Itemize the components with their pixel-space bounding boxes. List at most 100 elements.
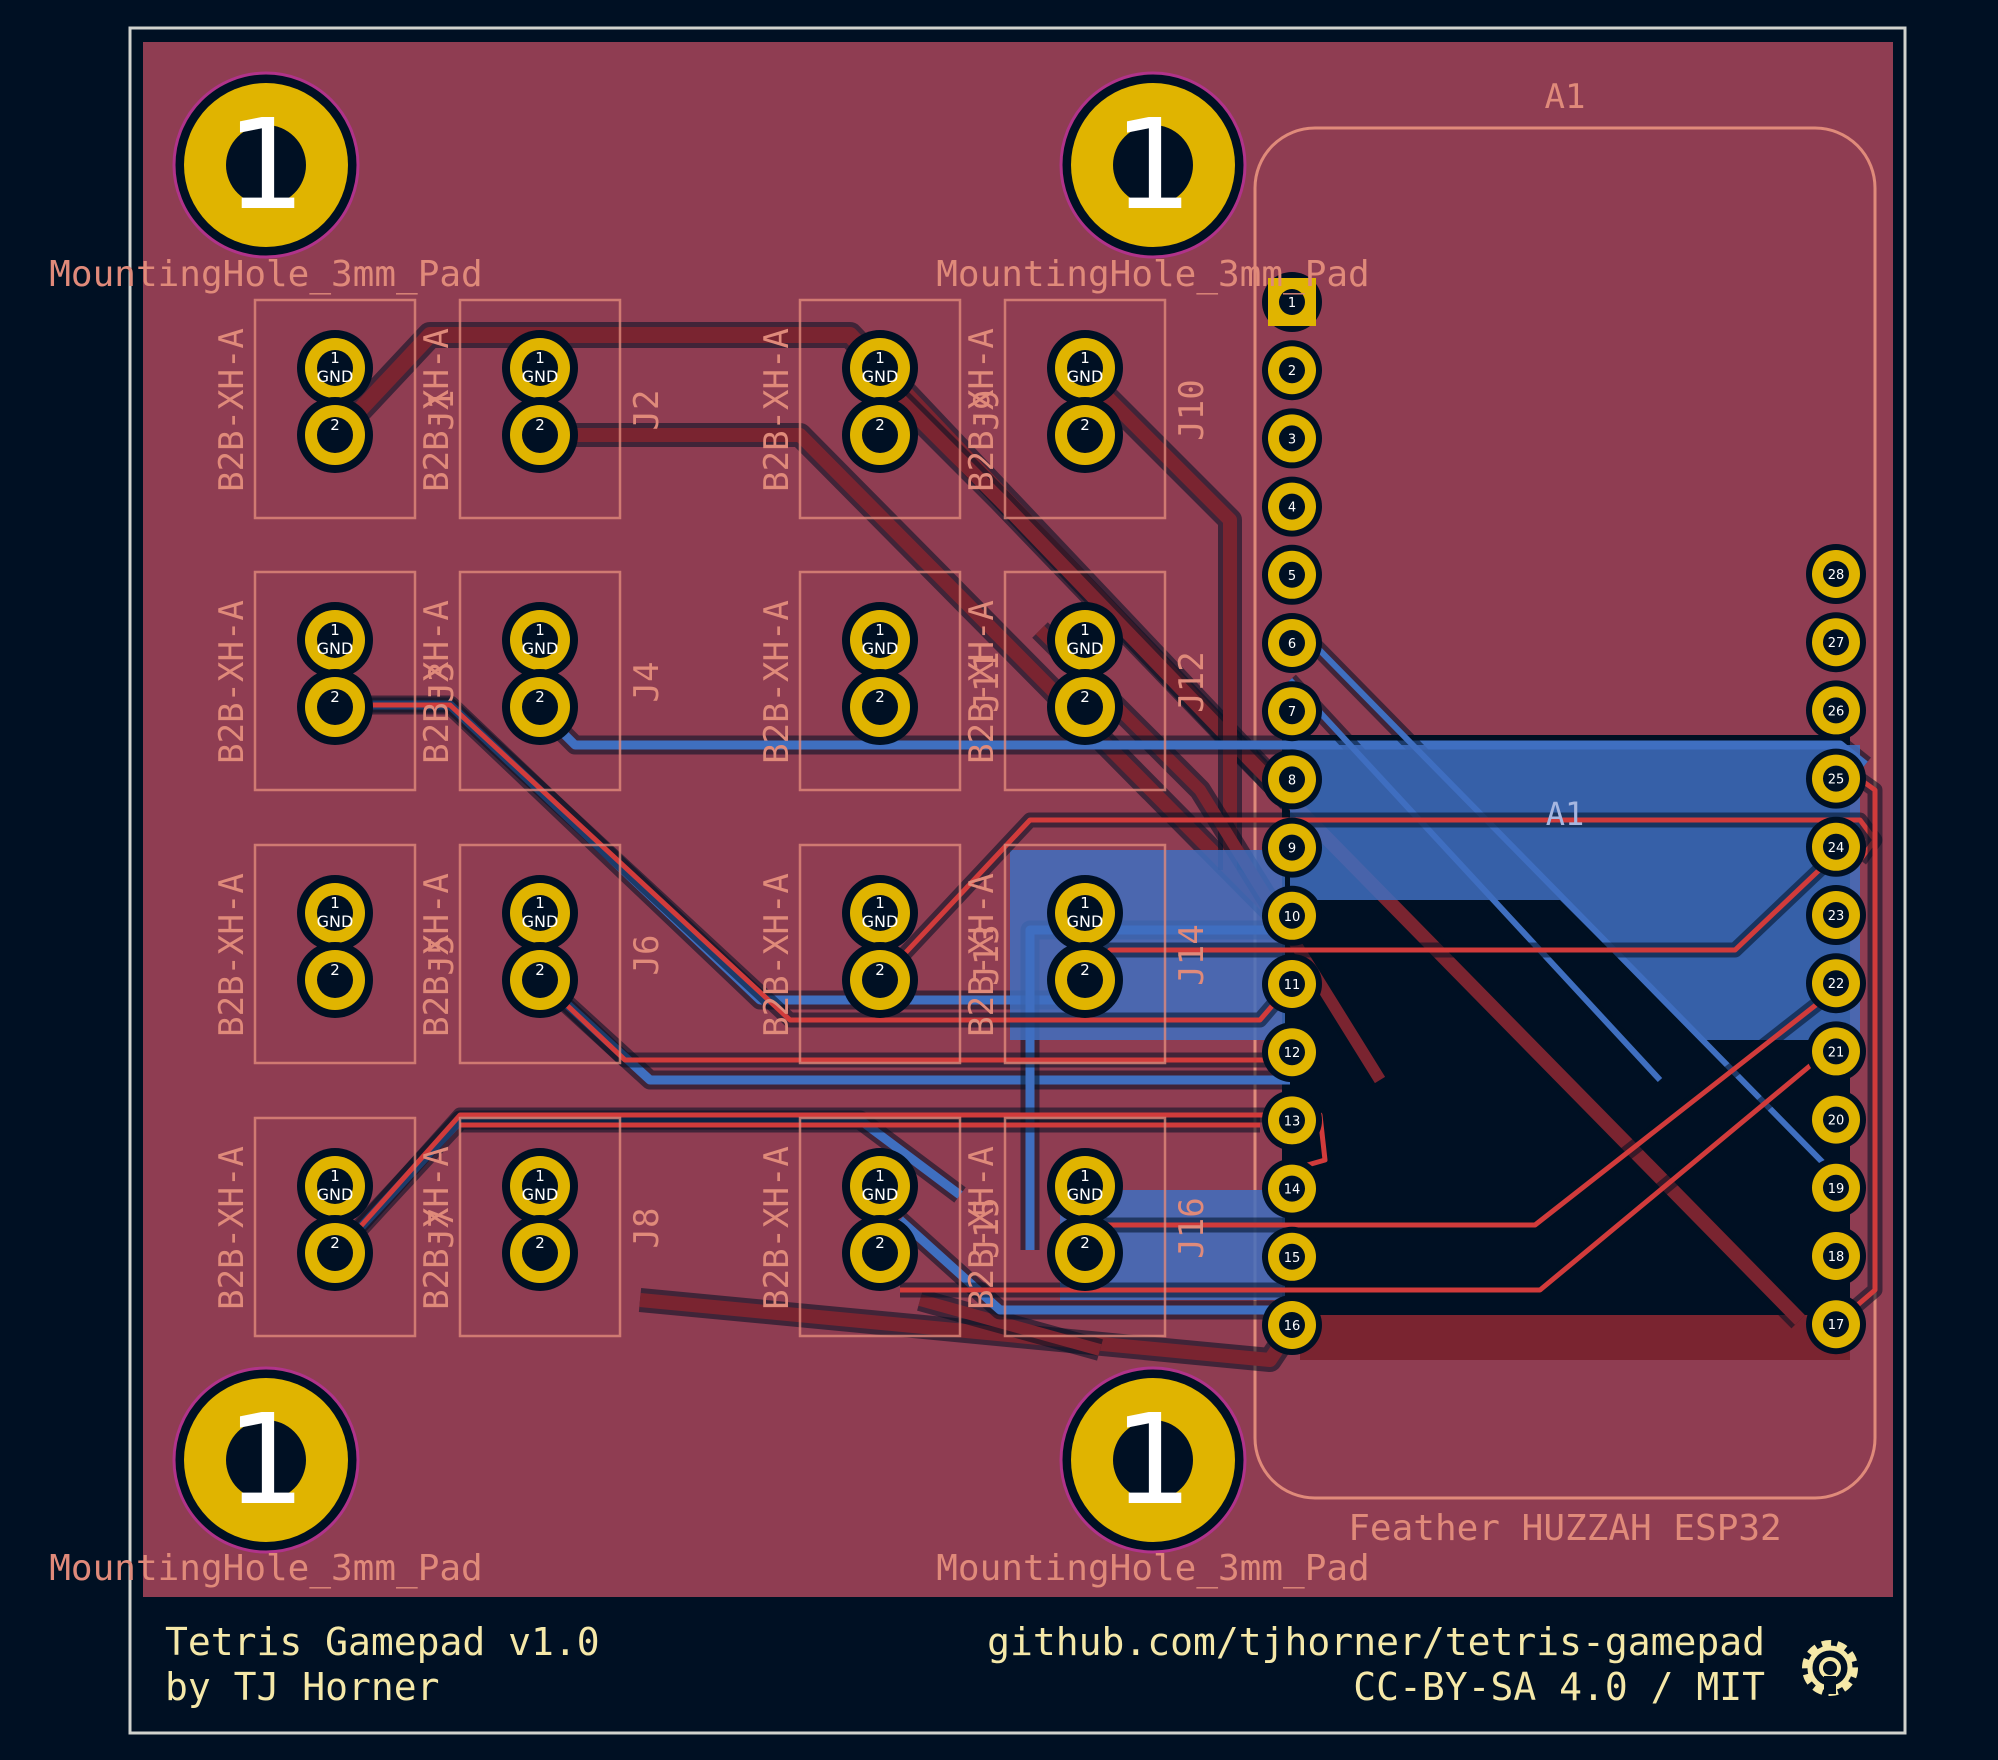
module-pin-right: 24 xyxy=(1806,816,1866,877)
pad-number: 18 xyxy=(1828,1250,1845,1265)
pad-number: 1 xyxy=(535,1167,545,1185)
pad-drill xyxy=(1279,1312,1305,1338)
connector-ref-label: J6 xyxy=(627,935,667,976)
pad-number: 2 xyxy=(1080,961,1090,979)
mounting-hole-number: 1 xyxy=(1113,1388,1193,1533)
pad-drill xyxy=(317,417,353,453)
connector-outline xyxy=(253,843,417,1065)
module-pin-right: 17 xyxy=(1806,1294,1866,1355)
pad-drill xyxy=(862,689,898,725)
module-pin-left: 16 xyxy=(1262,1295,1322,1355)
connector-ref-label: J13 xyxy=(967,924,1007,985)
connector-ref-label: J8 xyxy=(627,1208,667,1249)
pad-number: 12 xyxy=(1284,1046,1301,1061)
pad-drill xyxy=(862,622,898,658)
module-pin-left: 9 xyxy=(1262,817,1322,878)
pad-number: 9 xyxy=(1288,842,1296,857)
connector-footprint-label: B2B-XH-A xyxy=(212,873,252,1037)
connector-outline xyxy=(798,843,962,1065)
pad-drill xyxy=(522,417,558,453)
pad-number: 2 xyxy=(875,1234,885,1252)
connector-footprint-label: B2B-XH-A xyxy=(962,1146,1002,1310)
pad-net: GND xyxy=(522,639,559,658)
connector-footprint-label: B2B-XH-A xyxy=(757,328,797,492)
pad-net: GND xyxy=(1067,367,1104,386)
pad-number: 4 xyxy=(1288,501,1296,516)
module-pin-right: 23 xyxy=(1806,885,1866,945)
pad-number: 19 xyxy=(1828,1182,1845,1197)
pad-number: 2 xyxy=(330,416,340,434)
pad-drill xyxy=(1279,425,1305,452)
mounting-hole-label: MountingHole_3mm_Pad xyxy=(936,1548,1369,1589)
pad-drill xyxy=(522,350,558,386)
pad-number: 2 xyxy=(1288,364,1296,379)
trace xyxy=(896,1216,1290,1315)
pad-drill xyxy=(1823,970,1849,997)
pad-number: 2 xyxy=(330,1234,340,1252)
pad-number: 6 xyxy=(1288,637,1296,652)
module-pin-left: 8 xyxy=(1262,749,1322,810)
mounting-hole-number: 1 xyxy=(1113,93,1193,238)
pad-drill xyxy=(317,350,353,386)
pad-number: 26 xyxy=(1828,704,1845,719)
pad-drill xyxy=(1279,766,1305,793)
connector-footprint-label: B2B-XH-A xyxy=(417,328,457,492)
pad-net: GND xyxy=(862,1185,899,1204)
connector-outline xyxy=(1003,570,1167,792)
pad-drill xyxy=(1823,1243,1849,1269)
pad-number: 15 xyxy=(1284,1251,1301,1266)
connector-outline xyxy=(253,298,417,520)
pad-number: 22 xyxy=(1828,977,1845,992)
connector-footprint-label: B2B-XH-A xyxy=(962,873,1002,1037)
module-ref-top: A1 xyxy=(1545,77,1586,117)
trace xyxy=(900,1043,1837,1293)
pad-drill xyxy=(522,895,558,931)
pad-drill xyxy=(1823,1038,1849,1065)
pad-drill xyxy=(862,417,898,453)
pad-number: 2 xyxy=(875,416,885,434)
connector-outline xyxy=(798,298,962,520)
pad-drill xyxy=(1279,289,1305,315)
connector-ref-label: J1 xyxy=(422,390,462,431)
pad-number: 1 xyxy=(330,349,340,367)
module-pin-right: 21 xyxy=(1806,1021,1866,1082)
connector-ref-label: J14 xyxy=(1172,924,1212,985)
pad-number: 25 xyxy=(1828,773,1845,788)
module-pin-left: 10 xyxy=(1262,885,1322,946)
connector-ref-label: J15 xyxy=(967,1197,1007,1258)
connector-outline xyxy=(458,843,622,1065)
mounting-hole-label: MountingHole_3mm_Pad xyxy=(936,254,1369,295)
pad-net: GND xyxy=(317,912,354,931)
pad-drill xyxy=(1067,689,1103,725)
pad-drill xyxy=(1067,622,1103,658)
pad-drill xyxy=(317,895,353,931)
footer-title: Tetris Gamepad v1.0 xyxy=(165,1620,600,1664)
pad-number: 8 xyxy=(1288,773,1296,788)
pad-drill xyxy=(1067,895,1103,931)
pad-number: 1 xyxy=(1080,349,1090,367)
pad-number: 16 xyxy=(1284,1319,1301,1334)
pad-drill xyxy=(1823,629,1849,656)
footer-author: by TJ Horner xyxy=(165,1665,440,1709)
pad-drill xyxy=(1823,561,1849,587)
connector-footprint-label: B2B-XH-A xyxy=(417,873,457,1037)
connector-footprint-label: B2B-XH-A xyxy=(757,873,797,1037)
pad-number: 1 xyxy=(875,349,885,367)
pad-number: 1 xyxy=(535,621,545,639)
pad-number: 2 xyxy=(330,688,340,706)
module-pin-left: 11 xyxy=(1262,954,1322,1014)
connector-ref-label: J11 xyxy=(967,651,1007,712)
pad-drill xyxy=(1279,1039,1305,1066)
module-pin-right: 27 xyxy=(1806,612,1866,673)
pad-drill xyxy=(1279,561,1305,588)
oshw-gear-icon xyxy=(1802,1640,1858,1696)
module-pin-left: 3 xyxy=(1262,408,1322,469)
